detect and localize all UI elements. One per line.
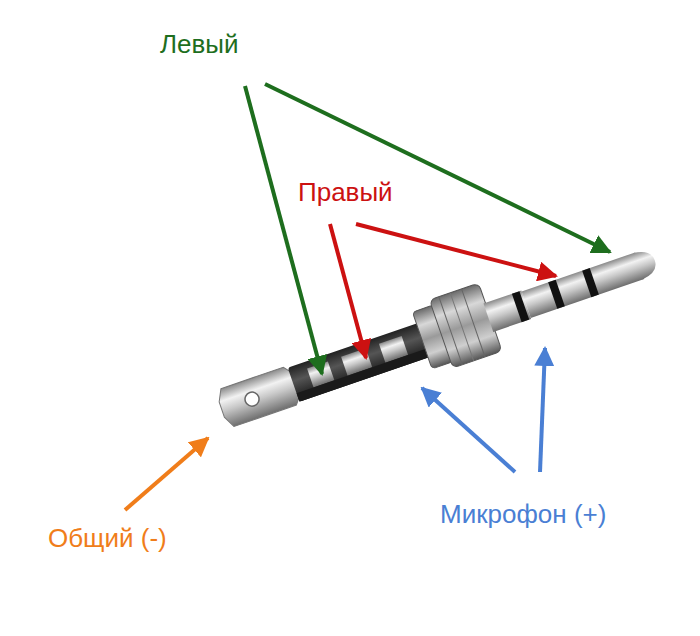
leader-line — [245, 86, 322, 374]
jack-plug — [210, 226, 666, 443]
part-label: Правый — [298, 178, 393, 208]
leader-line — [330, 224, 366, 358]
leader-line — [265, 84, 610, 252]
leader-line — [356, 224, 556, 276]
leader-line — [422, 388, 515, 472]
leader-line — [125, 438, 208, 510]
part-label: Левый — [160, 30, 239, 60]
part-label: Общий (-) — [48, 524, 167, 554]
leader-line — [540, 348, 545, 472]
leader-arrows — [125, 84, 610, 510]
part-label: Микрофон (+) — [440, 500, 606, 530]
